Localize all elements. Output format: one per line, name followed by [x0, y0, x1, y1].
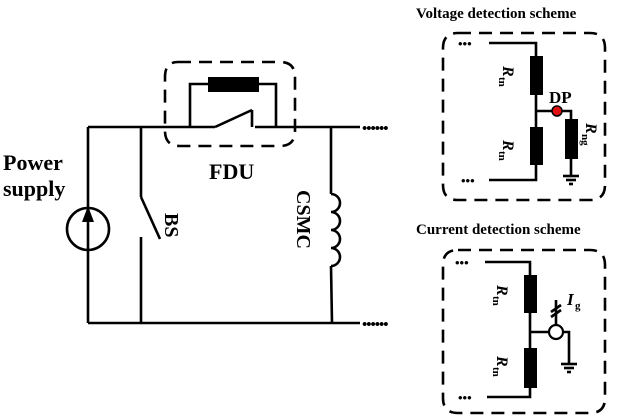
bs-switch-blade	[139, 196, 162, 240]
main-circuit: •••••• •••••• Power supply FDU BS CSMC	[3, 60, 389, 333]
current-ground-wire	[563, 330, 571, 363]
fdu-resistor	[208, 77, 259, 92]
voltage-dots-bottom: •••	[461, 173, 475, 188]
current-dots-top: •••	[455, 255, 469, 270]
current-transformer-icon	[547, 323, 565, 341]
i-subscript: g	[575, 300, 581, 312]
voltage-rng-label: R ng	[579, 122, 599, 146]
r-subscript: tn	[490, 296, 502, 306]
voltage-rtn-bottom-label: R tn	[496, 139, 516, 161]
dp-detection-point	[551, 105, 563, 117]
dp-label: DP	[549, 88, 572, 107]
fdu-label: FDU	[209, 159, 254, 184]
r-symbol: R	[493, 284, 510, 296]
fdu-dashed-box	[163, 60, 297, 148]
power-label-line1: Power	[3, 150, 63, 175]
csmc-label: CSMC	[292, 190, 314, 249]
r-subscript: tn	[496, 77, 508, 87]
r-symbol: R	[493, 355, 510, 367]
ground-icon	[563, 174, 579, 186]
ct-lead-icon	[550, 300, 562, 325]
ig-label: I g	[566, 290, 581, 312]
bottom-continuation-dots: ••••••	[362, 317, 388, 333]
fdu-switch-blade	[214, 108, 253, 129]
power-label-line2: supply	[3, 176, 65, 201]
r-symbol: R	[499, 139, 516, 151]
voltage-rtn-top-label: R tn	[496, 65, 516, 87]
r-symbol: R	[582, 122, 599, 134]
voltage-dots-top: •••	[458, 36, 472, 51]
current-rtn-bottom-resistor	[524, 348, 537, 388]
r-subscript: tn	[496, 151, 508, 161]
top-continuation-dots: ••••••	[362, 121, 388, 137]
current-dots-bottom: •••	[458, 390, 472, 405]
voltage-rng-resistor	[565, 119, 578, 159]
i-symbol: I	[566, 290, 575, 309]
voltage-detection-scheme: Voltage detection scheme ••• ••• DP R tn…	[416, 6, 607, 202]
voltage-dashed-box	[441, 31, 607, 202]
current-rtn-top-resistor	[524, 275, 537, 313]
r-symbol: R	[499, 65, 516, 77]
voltage-rtn-top-resistor	[530, 56, 543, 95]
current-dashed-box	[441, 248, 607, 415]
current-detection-scheme: Current detection scheme ••• ••• I g R t…	[416, 222, 607, 415]
inductor-icon	[330, 192, 342, 268]
r-subscript: tn	[490, 367, 502, 377]
bs-label: BS	[160, 213, 182, 237]
source-arrow-icon	[82, 206, 94, 222]
ground-icon	[561, 362, 577, 374]
voltage-scheme-title: Voltage detection scheme	[416, 6, 577, 22]
current-scheme-title: Current detection scheme	[416, 222, 581, 238]
current-divider-wire	[485, 260, 532, 399]
r-subscript: ng	[579, 134, 591, 146]
current-rtn-top-label: R tn	[490, 284, 510, 306]
voltage-rtn-bottom-resistor	[530, 127, 543, 165]
current-rtn-bottom-label: R tn	[490, 355, 510, 377]
csmc-wire-bottom	[329, 265, 334, 324]
